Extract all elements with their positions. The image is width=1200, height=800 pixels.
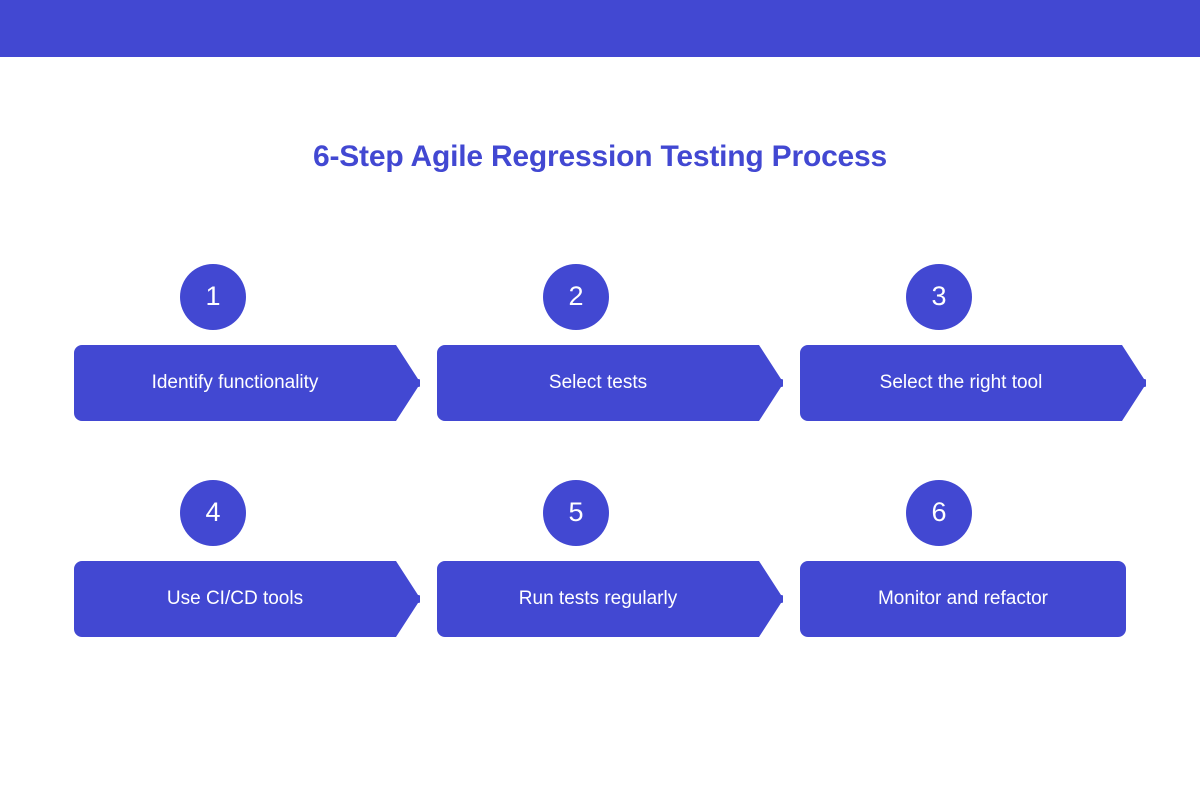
process-step-2[interactable]: 2 Select tests xyxy=(437,264,783,422)
step-label-4: Use CI/CD tools xyxy=(166,588,304,609)
arrow-shape-icon xyxy=(800,345,1146,421)
step-number-badge-2: 2 xyxy=(543,264,609,330)
arrow-shape-icon xyxy=(437,561,783,637)
step-number-badge-5: 5 xyxy=(543,480,609,546)
step-label-3: Select the right tool xyxy=(879,372,1043,393)
step-box-6[interactable]: Monitor and refactor xyxy=(800,561,1146,637)
step-arrow-4[interactable]: Use CI/CD tools xyxy=(74,561,420,637)
step-number-2: 2 xyxy=(568,280,584,311)
page-title: 6-Step Agile Regression Testing Process xyxy=(312,140,888,173)
step-number-badge-3: 3 xyxy=(906,264,972,330)
arrow-shape-icon xyxy=(74,561,420,637)
step-arrow-5[interactable]: Run tests regularly xyxy=(437,561,783,637)
process-step-4[interactable]: 4 Use CI/CD tools xyxy=(74,480,420,638)
step-arrow-1[interactable]: Identify functionality xyxy=(74,345,420,421)
step-label-5: Run tests regularly xyxy=(518,588,678,609)
arrow-shape-icon xyxy=(74,345,420,421)
step-arrow-2[interactable]: Select tests xyxy=(437,345,783,421)
step-number-badge-4: 4 xyxy=(180,480,246,546)
rounded-rectangle-shape-icon xyxy=(800,561,1146,637)
step-number-4: 4 xyxy=(205,496,221,527)
step-number-1: 1 xyxy=(205,280,221,311)
process-step-3[interactable]: 3 Select the right tool xyxy=(800,264,1146,422)
top-accent-bar xyxy=(0,0,1200,57)
step-label-1: Identify functionality xyxy=(151,372,319,393)
process-step-5[interactable]: 5 Run tests regularly xyxy=(437,480,783,638)
step-label-6: Monitor and refactor xyxy=(877,588,1049,609)
step-number-6: 6 xyxy=(931,496,947,527)
arrow-shape-icon xyxy=(437,345,783,421)
step-number-3: 3 xyxy=(931,280,947,311)
step-arrow-3[interactable]: Select the right tool xyxy=(800,345,1146,421)
step-number-badge-6: 6 xyxy=(906,480,972,546)
process-step-1[interactable]: 1 Identify functionality xyxy=(74,264,420,422)
step-number-5: 5 xyxy=(568,496,584,527)
process-step-6[interactable]: 6 Monitor and refactor xyxy=(800,480,1146,638)
step-number-badge-1: 1 xyxy=(180,264,246,330)
step-label-2: Select tests xyxy=(548,372,648,393)
